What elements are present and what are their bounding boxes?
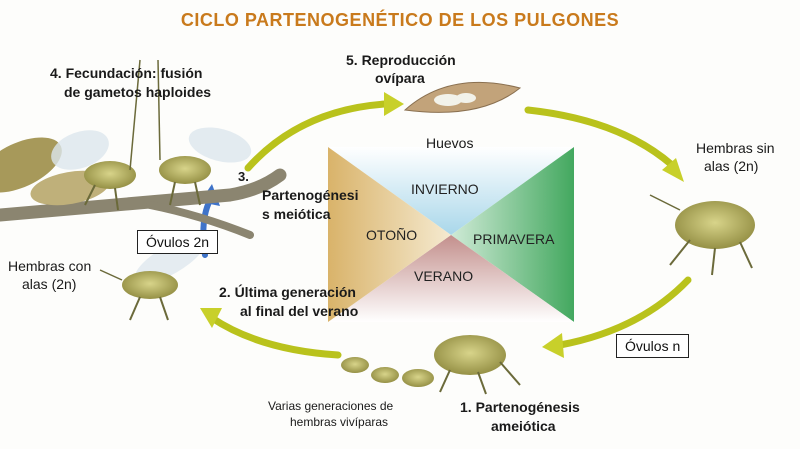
wingless-label-line2: alas (2n) <box>704 158 759 174</box>
diagram-title: CICLO PARTENOGENÉTICO DE LOS PULGONES <box>180 10 620 30</box>
season-summer-label: VERANO <box>414 268 474 284</box>
step4-line1: 4. Fecundación: fusión <box>50 65 203 81</box>
viviparous-label-line1: Varias generaciones de <box>268 399 394 413</box>
leaf-with-eggs-icon <box>403 81 522 113</box>
aphid-icon <box>649 194 755 276</box>
wingless-label-line1: Hembras sin <box>696 140 775 156</box>
step5-line2: ovípara <box>375 70 425 86</box>
aphid-icon <box>434 335 521 395</box>
branch-icon <box>0 137 287 239</box>
step2-line1: 2. Última generación <box>219 284 356 300</box>
ovulos-2n-box: Óvulos 2n <box>137 230 219 254</box>
curved-arrow-icon <box>244 100 389 172</box>
season-winter-label: INVIERNO <box>411 181 479 197</box>
arrowhead-icon <box>542 333 564 358</box>
arrowhead-icon <box>384 92 404 116</box>
step2-line2: al final del verano <box>240 303 359 319</box>
aphid-icon <box>157 59 252 206</box>
step1-line2: ameiótica <box>491 418 556 434</box>
step1-line1: 1. Partenogénesis <box>460 399 580 415</box>
curved-arrow-icon <box>556 276 692 349</box>
autumn-sector <box>328 147 451 322</box>
step3-line1: Partenogénesi <box>262 187 359 203</box>
season-diagram <box>328 147 574 322</box>
season-spring-label: PRIMAVERA <box>473 231 555 247</box>
aphid-icon <box>51 59 141 211</box>
step3-line2: s meiótica <box>262 206 331 222</box>
winged-label-line1: Hembras con <box>8 258 92 274</box>
step5-line1: 5. Reproducción <box>346 52 456 68</box>
eggs-label: Huevos <box>426 135 474 151</box>
season-autumn-label: OTOÑO <box>366 227 418 243</box>
spring-sector <box>451 147 574 322</box>
ovulos-n-box: Óvulos n <box>616 334 690 358</box>
aphid-icon <box>341 357 434 387</box>
winter-sector <box>328 147 574 235</box>
arrowhead-icon <box>200 308 222 328</box>
curved-arrow-icon <box>524 106 676 169</box>
step4-line2: de gametos haploides <box>64 84 212 100</box>
curved-arrow-icon <box>208 314 342 359</box>
winged-label-line2: alas (2n) <box>22 276 77 292</box>
arrowhead-icon <box>662 158 684 182</box>
viviparous-label-line2: hembras vivíparas <box>290 415 389 429</box>
arrow3-label: 3. <box>238 169 249 184</box>
summer-sector <box>328 235 574 322</box>
